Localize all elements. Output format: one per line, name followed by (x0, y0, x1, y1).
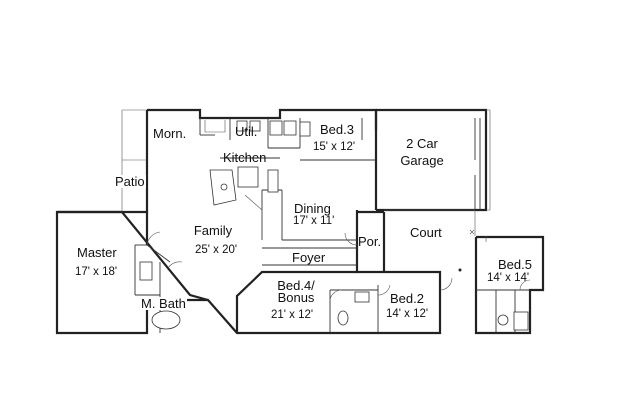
room-label-morn: Morn. (153, 126, 187, 141)
room-label-patio: Patio (114, 174, 146, 189)
room-label-bed4-line2: Bonus (277, 290, 315, 305)
room-dims-master: 17' x 18' (75, 266, 118, 278)
site-marks (458, 229, 487, 272)
room-label-bed2: Bed.2 (390, 291, 424, 306)
room-label-util: Util. (235, 124, 258, 139)
room-dims-bed3: 15' x 12' (313, 141, 356, 153)
kitchen-counters (204, 120, 297, 240)
garage-door-detail (474, 109, 491, 211)
room-dims-dining: 17' x 11' (293, 215, 335, 227)
court-walls (384, 209, 476, 236)
door-swings (146, 231, 531, 301)
casita-walls (474, 235, 545, 335)
room-label-foyer: Foyer (292, 250, 326, 265)
room-label-mbath: M. Bath (140, 296, 187, 311)
room-label-por: Por. (358, 234, 382, 249)
room-label-garage-line1: 2 Car (406, 136, 438, 151)
kitchen-island (209, 166, 259, 206)
room-label-bed4-line1: Bed.4/ (277, 278, 315, 293)
room-dims-bed5: 14' x 14' (487, 272, 530, 284)
room-label-bed5: Bed.5 (498, 257, 532, 272)
patio-outline (121, 109, 147, 212)
room-label-master: Master (77, 245, 117, 260)
room-dims-bed4: 21' x 12' (270, 309, 314, 321)
bath-fixtures (139, 121, 529, 331)
room-label-garage-line2: Garage (400, 153, 444, 168)
interior-walls (134, 118, 379, 333)
room-label-court: Court (410, 225, 442, 240)
room-label-bed3: Bed.3 (320, 122, 354, 137)
room-label-kitchen: Kitchen (223, 150, 267, 165)
room-dims-family: 25' x 20' (194, 244, 238, 256)
room-label-family: Family (193, 223, 233, 238)
room-label-dining: Dining (294, 201, 331, 216)
room-dims-bed2: 14' x 12' (386, 308, 429, 320)
